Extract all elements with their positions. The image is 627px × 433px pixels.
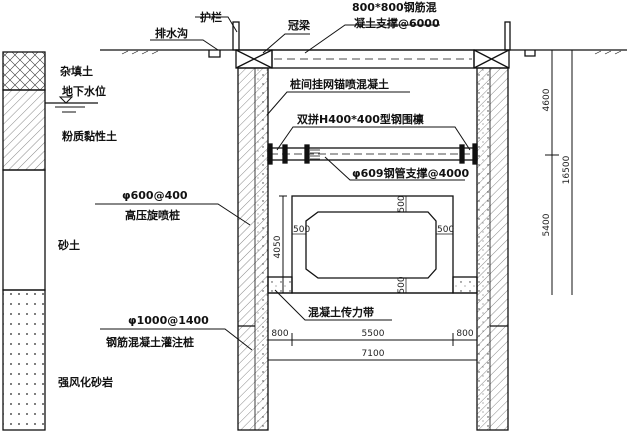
transfer-band-right <box>452 276 478 294</box>
dim-7100: 7100 <box>362 349 385 359</box>
drain-ditch-left <box>208 50 221 58</box>
pile-right <box>476 67 509 431</box>
soil-label-sandstone: 强风化砂岩 <box>58 375 113 389</box>
width-dimension <box>268 333 477 361</box>
bored-pile-name: 钢筋混凝土灌注桩 <box>106 335 194 349</box>
jet-pile-spec: φ600@400 <box>122 189 188 202</box>
strut-label-line2: 凝土支撑@6000 <box>354 16 440 30</box>
soil-label-fill: 杂填土 <box>60 64 93 78</box>
crown-beam-label: 冠梁 <box>288 18 311 32</box>
pile-left <box>237 67 269 431</box>
dim-4600: 4600 <box>542 88 552 111</box>
box-structure <box>291 195 454 294</box>
dim-16500: 16500 <box>562 155 572 184</box>
steel-pipe-strut <box>267 143 478 165</box>
steel-strut-label: φ609钢管支撑@4000 <box>352 166 470 180</box>
drain-ditch-right <box>524 50 536 57</box>
dim-5500: 5500 <box>362 329 385 339</box>
shotcrete-label: 桩间挂网锚喷混凝土 <box>290 77 389 91</box>
dim-500-right: 500 <box>437 225 454 235</box>
drain-label: 排水沟 <box>155 26 188 40</box>
strut-label-line1: 800*800钢筋混 <box>352 0 437 14</box>
dim-800-right: 800 <box>456 329 473 339</box>
soil-label-sand: 砂土 <box>58 238 80 252</box>
guardrail-label: 护栏 <box>200 10 222 24</box>
soil-label-silty-clay: 粉质黏性土 <box>62 129 117 143</box>
concrete-strut <box>271 49 475 69</box>
transfer-band-left <box>267 276 293 294</box>
jet-pile-name: 高压旋喷桩 <box>125 208 180 222</box>
water-table-label: 地下水位 <box>62 84 106 98</box>
dim-5400: 5400 <box>542 213 552 236</box>
dim-4050: 4050 <box>273 235 283 258</box>
dim-800-left: 800 <box>271 329 288 339</box>
leader-lines <box>95 16 471 351</box>
water-table-symbol <box>45 96 98 113</box>
crown-beam-right <box>473 49 510 69</box>
dim-500-left: 500 <box>293 225 310 235</box>
transfer-band-label: 混凝土传力带 <box>308 305 374 319</box>
dim-500-top: 500 <box>397 195 407 212</box>
bored-pile-spec: φ1000@1400 <box>128 314 209 327</box>
depth-dimension <box>279 50 573 295</box>
soil-column <box>2 51 46 431</box>
guardrail-right <box>504 21 511 51</box>
waler-label: 双拼H400*400型钢围檩 <box>297 112 424 126</box>
crown-beam-left <box>235 49 273 69</box>
dim-500-bottom: 500 <box>397 276 407 293</box>
